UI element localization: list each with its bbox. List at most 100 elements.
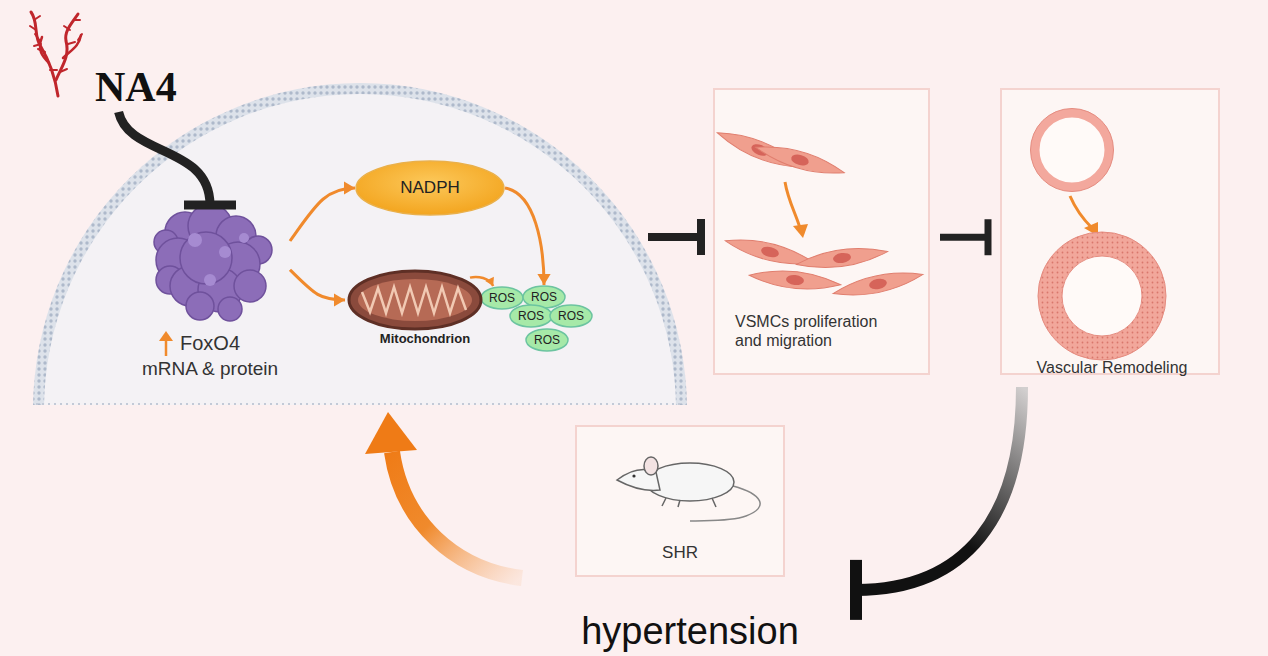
illustration-part: [188, 233, 202, 247]
foxo4-protein: [154, 204, 272, 321]
illustration-part: [1062, 256, 1142, 336]
mitochondrion-illustration: [349, 271, 481, 329]
illustration-part: [40, 37, 49, 63]
node-label: Vascular Remodeling: [1002, 358, 1222, 377]
node-label: SHR: [575, 543, 785, 563]
inhibition-bar: [985, 219, 992, 255]
nadph-ellipse: NADPH: [355, 160, 505, 216]
vessel-cross-sections: [1031, 109, 1167, 361]
node-sublabel: hypertension: [530, 609, 850, 655]
connector: [856, 387, 1022, 620]
illustration-part: [1084, 222, 1098, 236]
illustration-part: [186, 292, 214, 320]
illustration-part: [723, 233, 816, 271]
process-box: VSMCs proliferation and migration: [713, 88, 930, 375]
connector: [470, 277, 494, 286]
illustration-part: [365, 412, 417, 454]
illustration-part: [204, 274, 216, 286]
node-label: FoxO4: [180, 331, 280, 355]
seaweed-icon: [30, 12, 82, 96]
illustration-part: [219, 246, 231, 258]
illustration-part: [170, 266, 210, 306]
connector-line: [940, 234, 988, 241]
illustration-part: [1070, 196, 1092, 228]
illustration-part: [244, 236, 272, 264]
smooth-muscle-cells: [714, 125, 924, 302]
ros-bubble: ROS: [525, 328, 569, 352]
ros-bubble: ROS: [549, 304, 593, 328]
cell-cytoplasm: [44, 94, 676, 405]
illustration-part: [793, 224, 808, 238]
illustration-part: [216, 242, 260, 286]
illustration-part: [31, 12, 58, 96]
illustration-part: [198, 268, 242, 312]
node-label: ROS: [525, 328, 569, 352]
illustration-part: [1050, 244, 1154, 348]
illustration-part: [795, 243, 888, 272]
illustration-part: [234, 270, 266, 302]
illustration-part: [159, 331, 173, 341]
ros-bubble: ROS: [480, 286, 524, 310]
ellipse-shape: [356, 161, 504, 215]
illustration-part: [165, 338, 168, 356]
illustration-part: [697, 219, 705, 255]
illustration-part: [714, 125, 805, 175]
mitochondrion-node: Mitochondrion: [345, 268, 470, 348]
illustration-part: [358, 279, 472, 321]
connector: [505, 188, 551, 285]
illustration-part: [349, 271, 481, 329]
illustration-part: [30, 16, 82, 72]
rat-illustration: [617, 457, 760, 521]
illustration-part: [218, 297, 242, 321]
illustration-part: [216, 216, 256, 256]
illustration-part: [188, 204, 232, 248]
illustration-part: [644, 457, 658, 475]
illustration-part: [646, 463, 734, 501]
illustration-part: [648, 233, 700, 241]
ellipse-shape: [481, 287, 523, 309]
connector-line: [470, 277, 493, 286]
connector-line: [856, 387, 1022, 590]
illustration-part: [392, 452, 522, 578]
node-label: ROS: [509, 304, 553, 328]
arrow-head: [537, 274, 550, 285]
connector-line: [119, 112, 210, 205]
feedback-arrow: [365, 412, 522, 578]
ellipse-shape: [526, 329, 568, 351]
cell-membrane: [33, 83, 687, 405]
illustration-part: [632, 474, 635, 477]
ellipse-shape: [510, 305, 552, 327]
arrow-head: [344, 181, 355, 194]
model-box: SHR hypertension: [530, 425, 850, 654]
illustration-part: [1035, 113, 1109, 187]
illustration-part: [180, 232, 232, 284]
illustration-part: [1031, 109, 1114, 192]
cell-body: [33, 83, 687, 405]
cell-cut-edge: [36, 403, 684, 405]
illustration-part: [154, 230, 178, 254]
connector-line: [290, 188, 355, 241]
node-label: ROS: [549, 304, 593, 328]
arrow-head: [334, 293, 345, 306]
connector: [290, 270, 345, 307]
node-label: VSMCs proliferation and migration: [735, 312, 900, 350]
drug-label: NA4: [95, 62, 213, 112]
ellipse-shape: [550, 305, 592, 327]
connector: [940, 219, 988, 255]
node-label: ROS: [480, 286, 524, 310]
arrow-head: [485, 277, 494, 286]
illustration-part: [56, 14, 78, 80]
illustration-part: [662, 498, 716, 507]
illustration-part: [754, 139, 847, 180]
node-label: NADPH: [355, 160, 505, 216]
connector-line: [290, 270, 345, 300]
protein-node: FoxO4mRNA & protein: [130, 205, 290, 385]
illustration-part: [239, 233, 249, 243]
node-label: Mitochondrion: [345, 331, 505, 347]
connector: [119, 112, 236, 205]
inhibition-bar: [850, 560, 862, 620]
illustration-part: [1038, 232, 1166, 360]
illustration-part: [63, 35, 81, 58]
illustration-part: [156, 266, 184, 294]
